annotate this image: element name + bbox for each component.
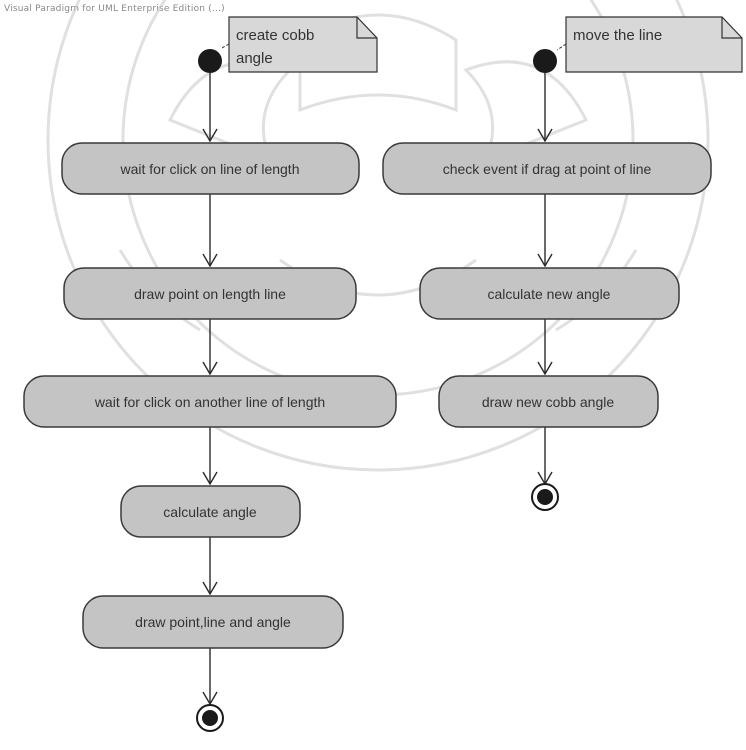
activity-label-right-1: check event if drag at point of line [443,161,652,177]
activity-label-right-2: calculate new angle [488,286,611,302]
activity-node-right-1: check event if drag at point of line [382,142,712,195]
note-left-line2: angle [236,50,273,67]
activity-label-left-1: wait for click on line of length [120,161,300,177]
activity-node-left-5: draw point,line and angle [82,595,344,649]
activity-label-left-5: draw point,line and angle [135,614,291,630]
activity-node-left-3: wait for click on another line of length [23,375,397,428]
activity-node-left-1: wait for click on line of length [61,142,360,195]
activity-node-left-2: draw point on length line [63,267,357,320]
activity-label-left-3: wait for click on another line of length [94,394,325,410]
activity-label-right-3: draw new cobb angle [482,394,615,410]
activity-node-right-2: calculate new angle [419,267,680,320]
start-node-left [198,49,222,73]
activity-label-left-4: calculate angle [163,504,257,520]
note-right-anchor [556,43,567,51]
end-node-right [531,483,559,511]
note-left: create cobb angle [228,16,378,73]
end-node-left [196,704,224,732]
activity-node-left-4: calculate angle [120,485,301,538]
note-right: move the line [565,16,743,73]
start-node-right [533,49,557,73]
activity-label-left-2: draw point on length line [134,286,286,302]
note-left-anchor [221,43,230,49]
note-right-line1: move the line [573,27,662,44]
activity-node-right-3: draw new cobb angle [438,375,659,428]
note-left-line1: create cobb [236,27,314,44]
